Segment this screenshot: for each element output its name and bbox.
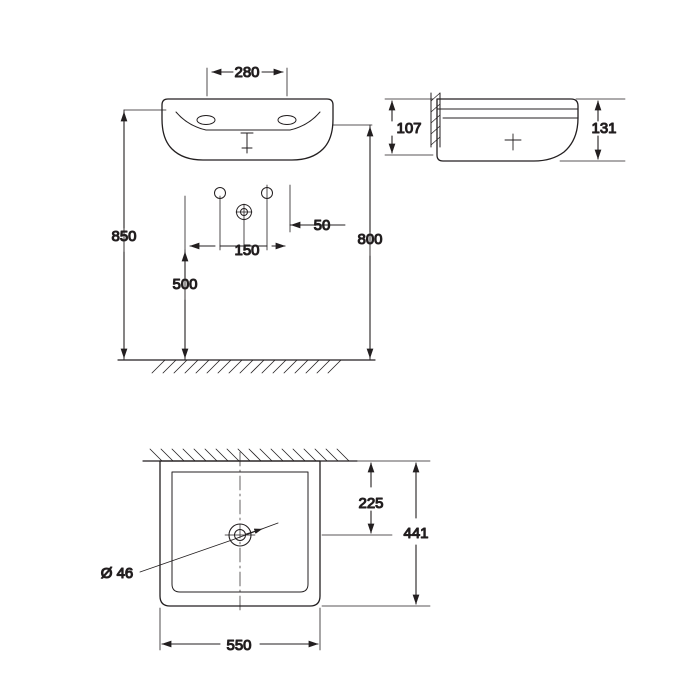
dimension-800 <box>332 124 374 361</box>
dimension-280 <box>206 67 288 97</box>
dimension-label-500: 500 <box>172 276 197 293</box>
front-view-taphole-detail <box>184 184 291 251</box>
dimension-label-225: 225 <box>358 495 383 512</box>
top-view-wall-hatching <box>142 448 358 462</box>
dimension-131 <box>559 98 626 162</box>
dimension-850 <box>120 109 167 361</box>
dimension-label-50: 50 <box>314 217 331 234</box>
dimension-label-850: 850 <box>111 228 136 245</box>
dimension-label-150: 150 <box>234 242 259 259</box>
dimension-label-107: 107 <box>396 120 421 137</box>
dimension-label-diameter-46: Ø 46 <box>101 565 134 582</box>
dimension-550 <box>159 607 321 651</box>
top-view-basin-outline <box>159 451 321 615</box>
front-view-basin-outline <box>161 98 334 161</box>
dimension-225 <box>321 462 393 536</box>
dimension-107 <box>384 98 434 156</box>
dimension-441 <box>321 460 431 607</box>
dimension-label-280: 280 <box>234 64 259 81</box>
dimension-diameter-46 <box>139 522 279 573</box>
dimension-label-441: 441 <box>403 525 428 542</box>
dimension-label-131: 131 <box>591 120 616 137</box>
front-view-floor-hatching <box>117 359 376 374</box>
dimension-label-550: 550 <box>226 637 251 654</box>
side-view-basin-outline <box>430 92 579 162</box>
dimension-label-800: 800 <box>357 231 382 248</box>
